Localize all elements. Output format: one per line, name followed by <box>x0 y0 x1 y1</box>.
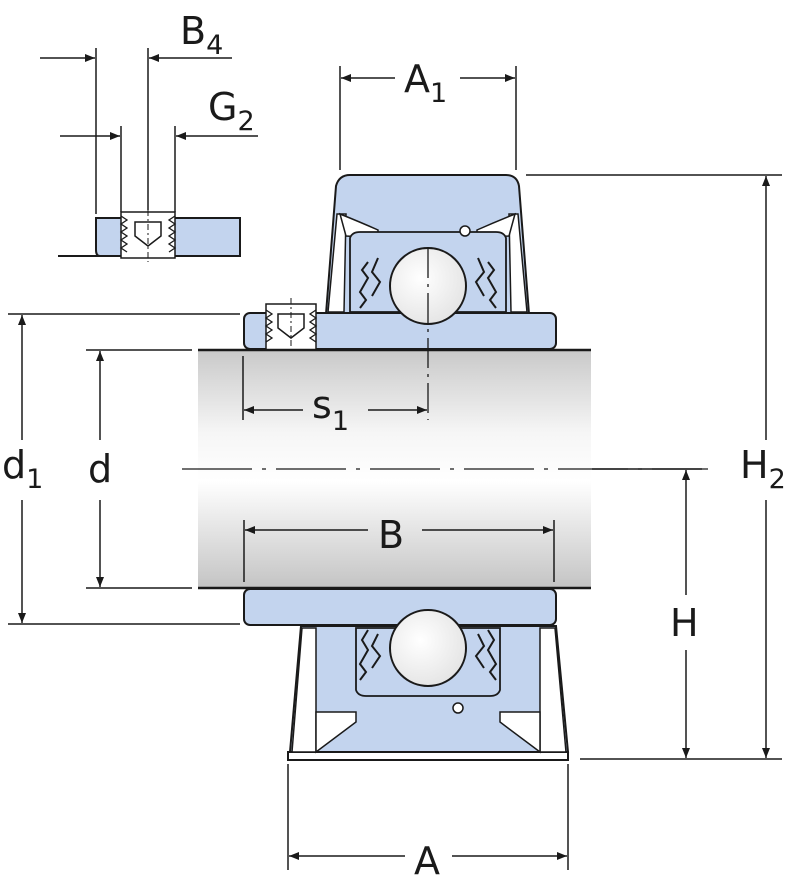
label-h2: H2 <box>740 443 786 495</box>
inner-ring-lower <box>243 588 557 626</box>
bearing-seals <box>358 257 498 681</box>
label-g2: G2 <box>208 85 255 137</box>
label-a1: A1 <box>404 57 447 109</box>
dimension-labels: B4 G2 A1 H2 s1 d1 d B H A <box>2 9 786 883</box>
ball-lower <box>389 609 467 687</box>
label-d: d <box>88 447 112 491</box>
inner-ring-set-screw <box>264 298 318 356</box>
label-h: H <box>670 601 699 645</box>
detail-set-screw <box>119 210 177 262</box>
label-a: A <box>414 839 440 883</box>
housing-base-foot <box>287 751 569 761</box>
label-d1: d1 <box>2 443 43 495</box>
bearing-balls <box>389 247 467 687</box>
label-b4: B4 <box>180 9 223 61</box>
label-b: B <box>378 513 404 557</box>
dimension-lines <box>8 66 782 870</box>
label-s1: s1 <box>312 383 349 437</box>
set-screw-detail-view <box>40 48 258 262</box>
